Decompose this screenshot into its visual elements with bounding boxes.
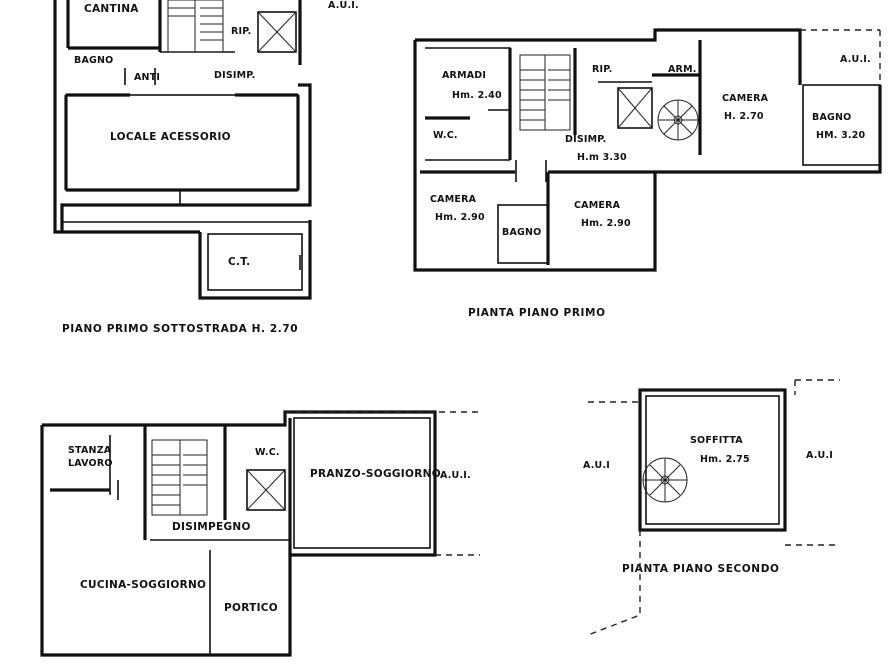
second-title: PIANTA PIANO SECONDO (622, 563, 780, 575)
basement-anti-label: ANTI (134, 72, 160, 83)
ground-portico-label: PORTICO (224, 602, 278, 614)
second-floor-plan: SOFFITTA Hm. 2.75 A.U.I A.U.I PIANTA PIA… (583, 379, 840, 636)
second-aui-right-label: A.U.I (806, 450, 833, 461)
first-camera-mid-label: CAMERA (574, 200, 621, 211)
second-soffitta-height: Hm. 2.75 (700, 454, 750, 465)
second-aui-left-label: A.U.I (583, 460, 610, 471)
ground-stanza-label: STANZA (68, 445, 112, 456)
basement-rip-label: RIP. (231, 26, 251, 37)
first-camera-mid-height: Hm. 2.90 (581, 218, 631, 229)
ground-cucina-label: CUCINA-SOGGIORNO (80, 579, 206, 591)
first-armadi-height: Hm. 2.40 (452, 90, 502, 101)
basement-title: PIANO PRIMO SOTTOSTRADA H. 2.70 (62, 323, 298, 335)
first-armadi-label: ARMADI (442, 70, 486, 81)
first-bagno-label: BAGNO (502, 227, 541, 238)
first-rip-label: RIP. (592, 64, 612, 75)
ground-aui-label: A.U.I. (440, 470, 471, 481)
first-bagno-right-height: HM. 3.20 (816, 130, 866, 141)
basement-locale-label: LOCALE ACESSORIO (110, 131, 231, 143)
first-camera-right-height: H. 2.70 (724, 111, 764, 122)
ground-disimpegno-label: DISIMPEGNO (172, 521, 251, 533)
first-disimp-label: DISIMP. (565, 134, 606, 145)
first-floor-plan: ARMADI Hm. 2.40 W.C. RIP. ARM. DISIMP. H… (413, 28, 882, 319)
first-camera-right-label: CAMERA (722, 93, 769, 104)
first-disimp-height: H.m 3.30 (577, 152, 627, 163)
first-title: PIANTA PIANO PRIMO (468, 307, 606, 319)
first-camera-left-height: Hm. 2.90 (435, 212, 485, 223)
basement-ct-label: C.T. (228, 256, 250, 268)
basement-cantina-label: CANTINA (84, 3, 139, 15)
basement-plan: CANTINA BAGNO ANTI DISIMP. RIP. A.U.I. L… (53, 0, 359, 335)
first-bagno-right-label: BAGNO (812, 112, 851, 123)
ground-lavoro-label: LAVORO (68, 458, 113, 469)
first-aui-label: A.U.I. (840, 54, 871, 65)
basement-aui-label: A.U.I. (328, 0, 359, 11)
first-arm-label: ARM. (668, 64, 697, 75)
basement-disimp-label: DISIMP. (214, 70, 255, 81)
second-soffitta-label: SOFFITTA (690, 435, 743, 446)
ground-floor-plan: STANZA LAVORO W.C. PRANZO-SOGGIORNO A.U.… (40, 410, 480, 657)
ground-wc-label: W.C. (255, 447, 280, 458)
basement-bagno-label: BAGNO (74, 55, 113, 66)
ground-pranzo-label: PRANZO-SOGGIORNO (310, 468, 441, 480)
first-camera-left-label: CAMERA (430, 194, 477, 205)
first-wc-label: W.C. (433, 130, 458, 141)
